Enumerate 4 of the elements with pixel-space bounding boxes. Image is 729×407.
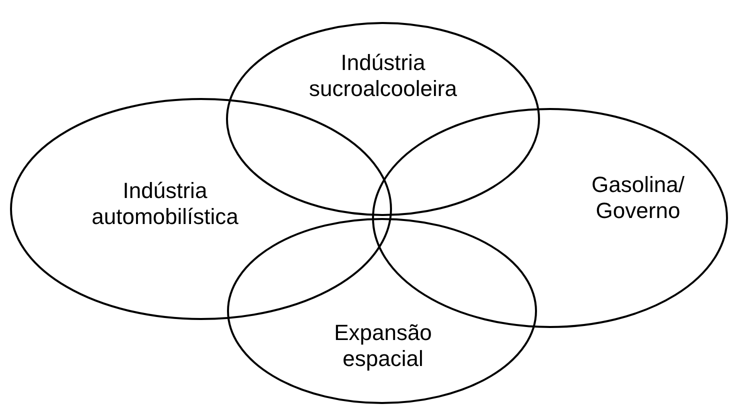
set-label: Gasolina/ Governo <box>590 172 686 224</box>
set-label: Indústria automobilística <box>90 178 240 230</box>
set-label: Indústria sucroalcooleira <box>308 50 458 102</box>
set-label: Expansão espacial <box>333 320 433 372</box>
